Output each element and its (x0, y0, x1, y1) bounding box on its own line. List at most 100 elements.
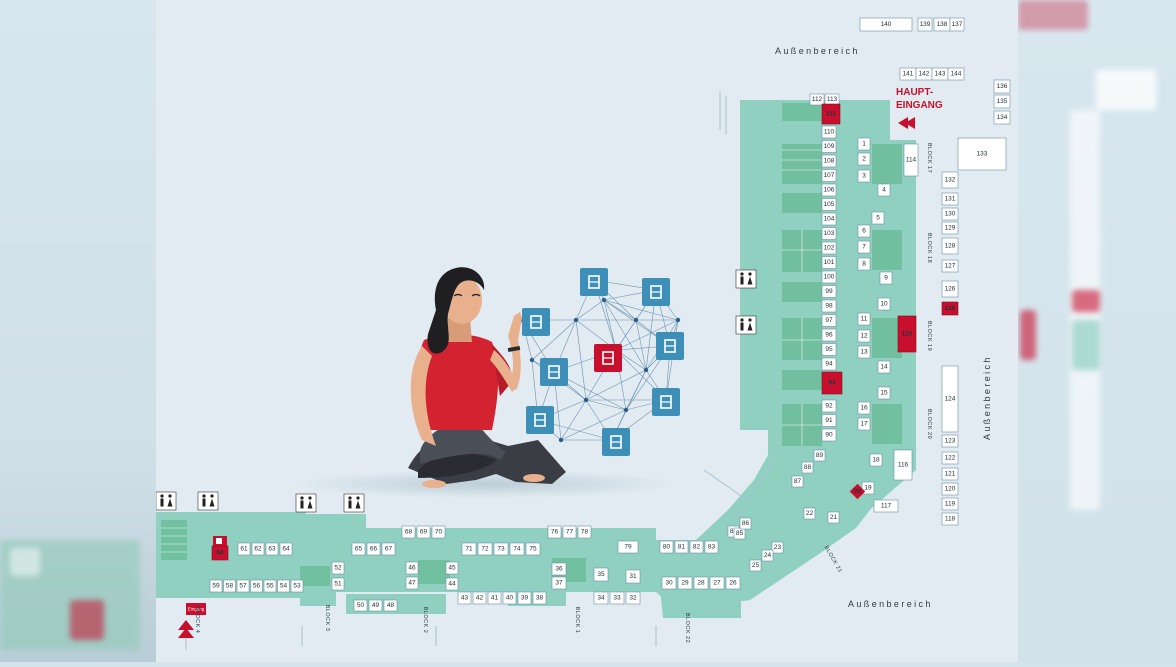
stand[interactable]: 16 (857, 401, 871, 415)
stand[interactable]: 128 (941, 237, 959, 255)
stand[interactable]: 25 (749, 559, 762, 572)
stand[interactable]: 27 (709, 576, 725, 590)
stand[interactable]: 35 (593, 567, 609, 582)
stand[interactable]: 11 (857, 312, 871, 326)
stand[interactable]: 95 (821, 343, 837, 356)
stand[interactable]: 72 (477, 542, 493, 556)
stand[interactable]: 64 (279, 542, 293, 556)
stand[interactable]: 2 (857, 152, 871, 166)
stand[interactable]: 51 (331, 577, 345, 591)
stand[interactable]: 62 (251, 542, 265, 556)
stand[interactable]: 43 (457, 591, 472, 605)
stand[interactable]: 24 (761, 549, 774, 562)
stand[interactable]: 98 (821, 299, 837, 313)
stand[interactable]: 61 (237, 542, 251, 556)
stand[interactable]: 133 (957, 137, 1007, 171)
stand[interactable]: 126 (941, 280, 959, 298)
stand[interactable]: 8 (857, 257, 871, 271)
stand[interactable]: 134 (993, 110, 1011, 125)
stand[interactable]: 90 (821, 428, 837, 442)
stand[interactable]: 46 (405, 561, 419, 575)
stand[interactable]: 59 (209, 579, 223, 593)
stand[interactable]: 12 (857, 329, 871, 343)
stand[interactable]: 33 (609, 591, 625, 605)
stand[interactable]: 141 (899, 67, 917, 81)
stand[interactable]: 10 (877, 297, 891, 311)
stand[interactable]: 28 (693, 576, 709, 590)
stand[interactable]: 100 (821, 270, 837, 284)
stand[interactable]: 99 (821, 285, 837, 298)
stand[interactable]: 131 (941, 192, 959, 206)
stand[interactable]: 23 (771, 541, 784, 554)
stand[interactable]: 22 (803, 507, 816, 520)
stand[interactable]: 74 (509, 542, 525, 556)
stand[interactable]: 69 (416, 525, 431, 539)
stand[interactable]: 45 (445, 561, 459, 575)
stand[interactable]: 34 (593, 591, 609, 605)
stand[interactable]: 9 (879, 271, 893, 285)
stand[interactable]: 19 (861, 481, 875, 495)
stand[interactable]: 80 (659, 540, 674, 554)
stand[interactable]: 75 (525, 542, 541, 556)
stand[interactable]: 78 (577, 525, 592, 539)
stand[interactable]: 47 (405, 576, 419, 590)
stand[interactable]: 31 (625, 569, 641, 584)
stand[interactable]: 92 (821, 399, 837, 413)
stand[interactable]: 140 (859, 17, 913, 32)
stand[interactable]: 122 (941, 451, 959, 465)
stand[interactable]: 106 (821, 183, 837, 197)
stand[interactable]: 52 (331, 561, 345, 575)
highlighted-stand[interactable]: 60 (211, 545, 229, 561)
stand[interactable]: 85 (733, 527, 746, 540)
stand[interactable]: 116 (893, 449, 913, 481)
stand[interactable]: 117 (873, 499, 899, 513)
stand[interactable]: 18 (869, 453, 883, 467)
stand[interactable]: 44 (445, 577, 459, 591)
stand[interactable]: 5 (871, 211, 885, 225)
stand[interactable]: 138 (933, 17, 951, 32)
stand[interactable]: 67 (381, 542, 396, 556)
stand[interactable]: 129 (941, 221, 959, 235)
stand[interactable]: 32 (625, 591, 641, 605)
stand[interactable]: 91 (821, 414, 837, 427)
stand[interactable]: 73 (493, 542, 509, 556)
stand[interactable]: 49 (368, 599, 383, 612)
stand[interactable]: 104 (821, 212, 837, 226)
stand[interactable]: 57 (236, 579, 250, 593)
stand[interactable]: 108 (821, 154, 837, 168)
stand[interactable]: 143 (931, 67, 949, 81)
stand[interactable]: 15 (877, 386, 891, 400)
highlighted-stand[interactable]: 115 (897, 315, 917, 353)
stand[interactable]: 86 (739, 517, 752, 530)
stand[interactable]: 42 (472, 591, 487, 605)
stand[interactable]: 29 (677, 576, 693, 590)
stand[interactable]: 7 (857, 240, 871, 254)
stand[interactable]: 130 (941, 207, 959, 221)
stand[interactable]: 1 (857, 137, 871, 151)
stand[interactable]: 142 (915, 67, 933, 81)
stand[interactable]: 118 (941, 512, 959, 526)
stand[interactable]: 30 (661, 576, 677, 590)
stand[interactable]: 135 (993, 94, 1011, 109)
stand[interactable]: 37 (551, 576, 567, 590)
stand[interactable]: 71 (461, 542, 477, 556)
stand[interactable]: 114 (903, 143, 919, 177)
stand[interactable]: 97 (821, 314, 837, 327)
stand[interactable]: 76 (547, 525, 562, 539)
stand[interactable]: 26 (725, 576, 741, 590)
stand[interactable]: 77 (562, 525, 577, 539)
stand[interactable]: 63 (265, 542, 279, 556)
stand[interactable]: 124 (941, 365, 959, 433)
stand[interactable]: 144 (947, 67, 965, 81)
stand[interactable]: 82 (689, 540, 704, 554)
stand[interactable]: 139 (917, 17, 933, 32)
stand[interactable]: 56 (250, 579, 263, 593)
stand[interactable]: 89 (813, 449, 826, 462)
stand[interactable]: 88 (801, 461, 814, 474)
stand[interactable]: 54 (277, 579, 290, 593)
stand[interactable]: 21 (827, 511, 840, 524)
stand[interactable]: 136 (993, 79, 1011, 94)
stand[interactable]: 3 (857, 169, 871, 183)
stand[interactable]: 58 (223, 579, 236, 593)
stand[interactable]: 113 (824, 93, 840, 106)
